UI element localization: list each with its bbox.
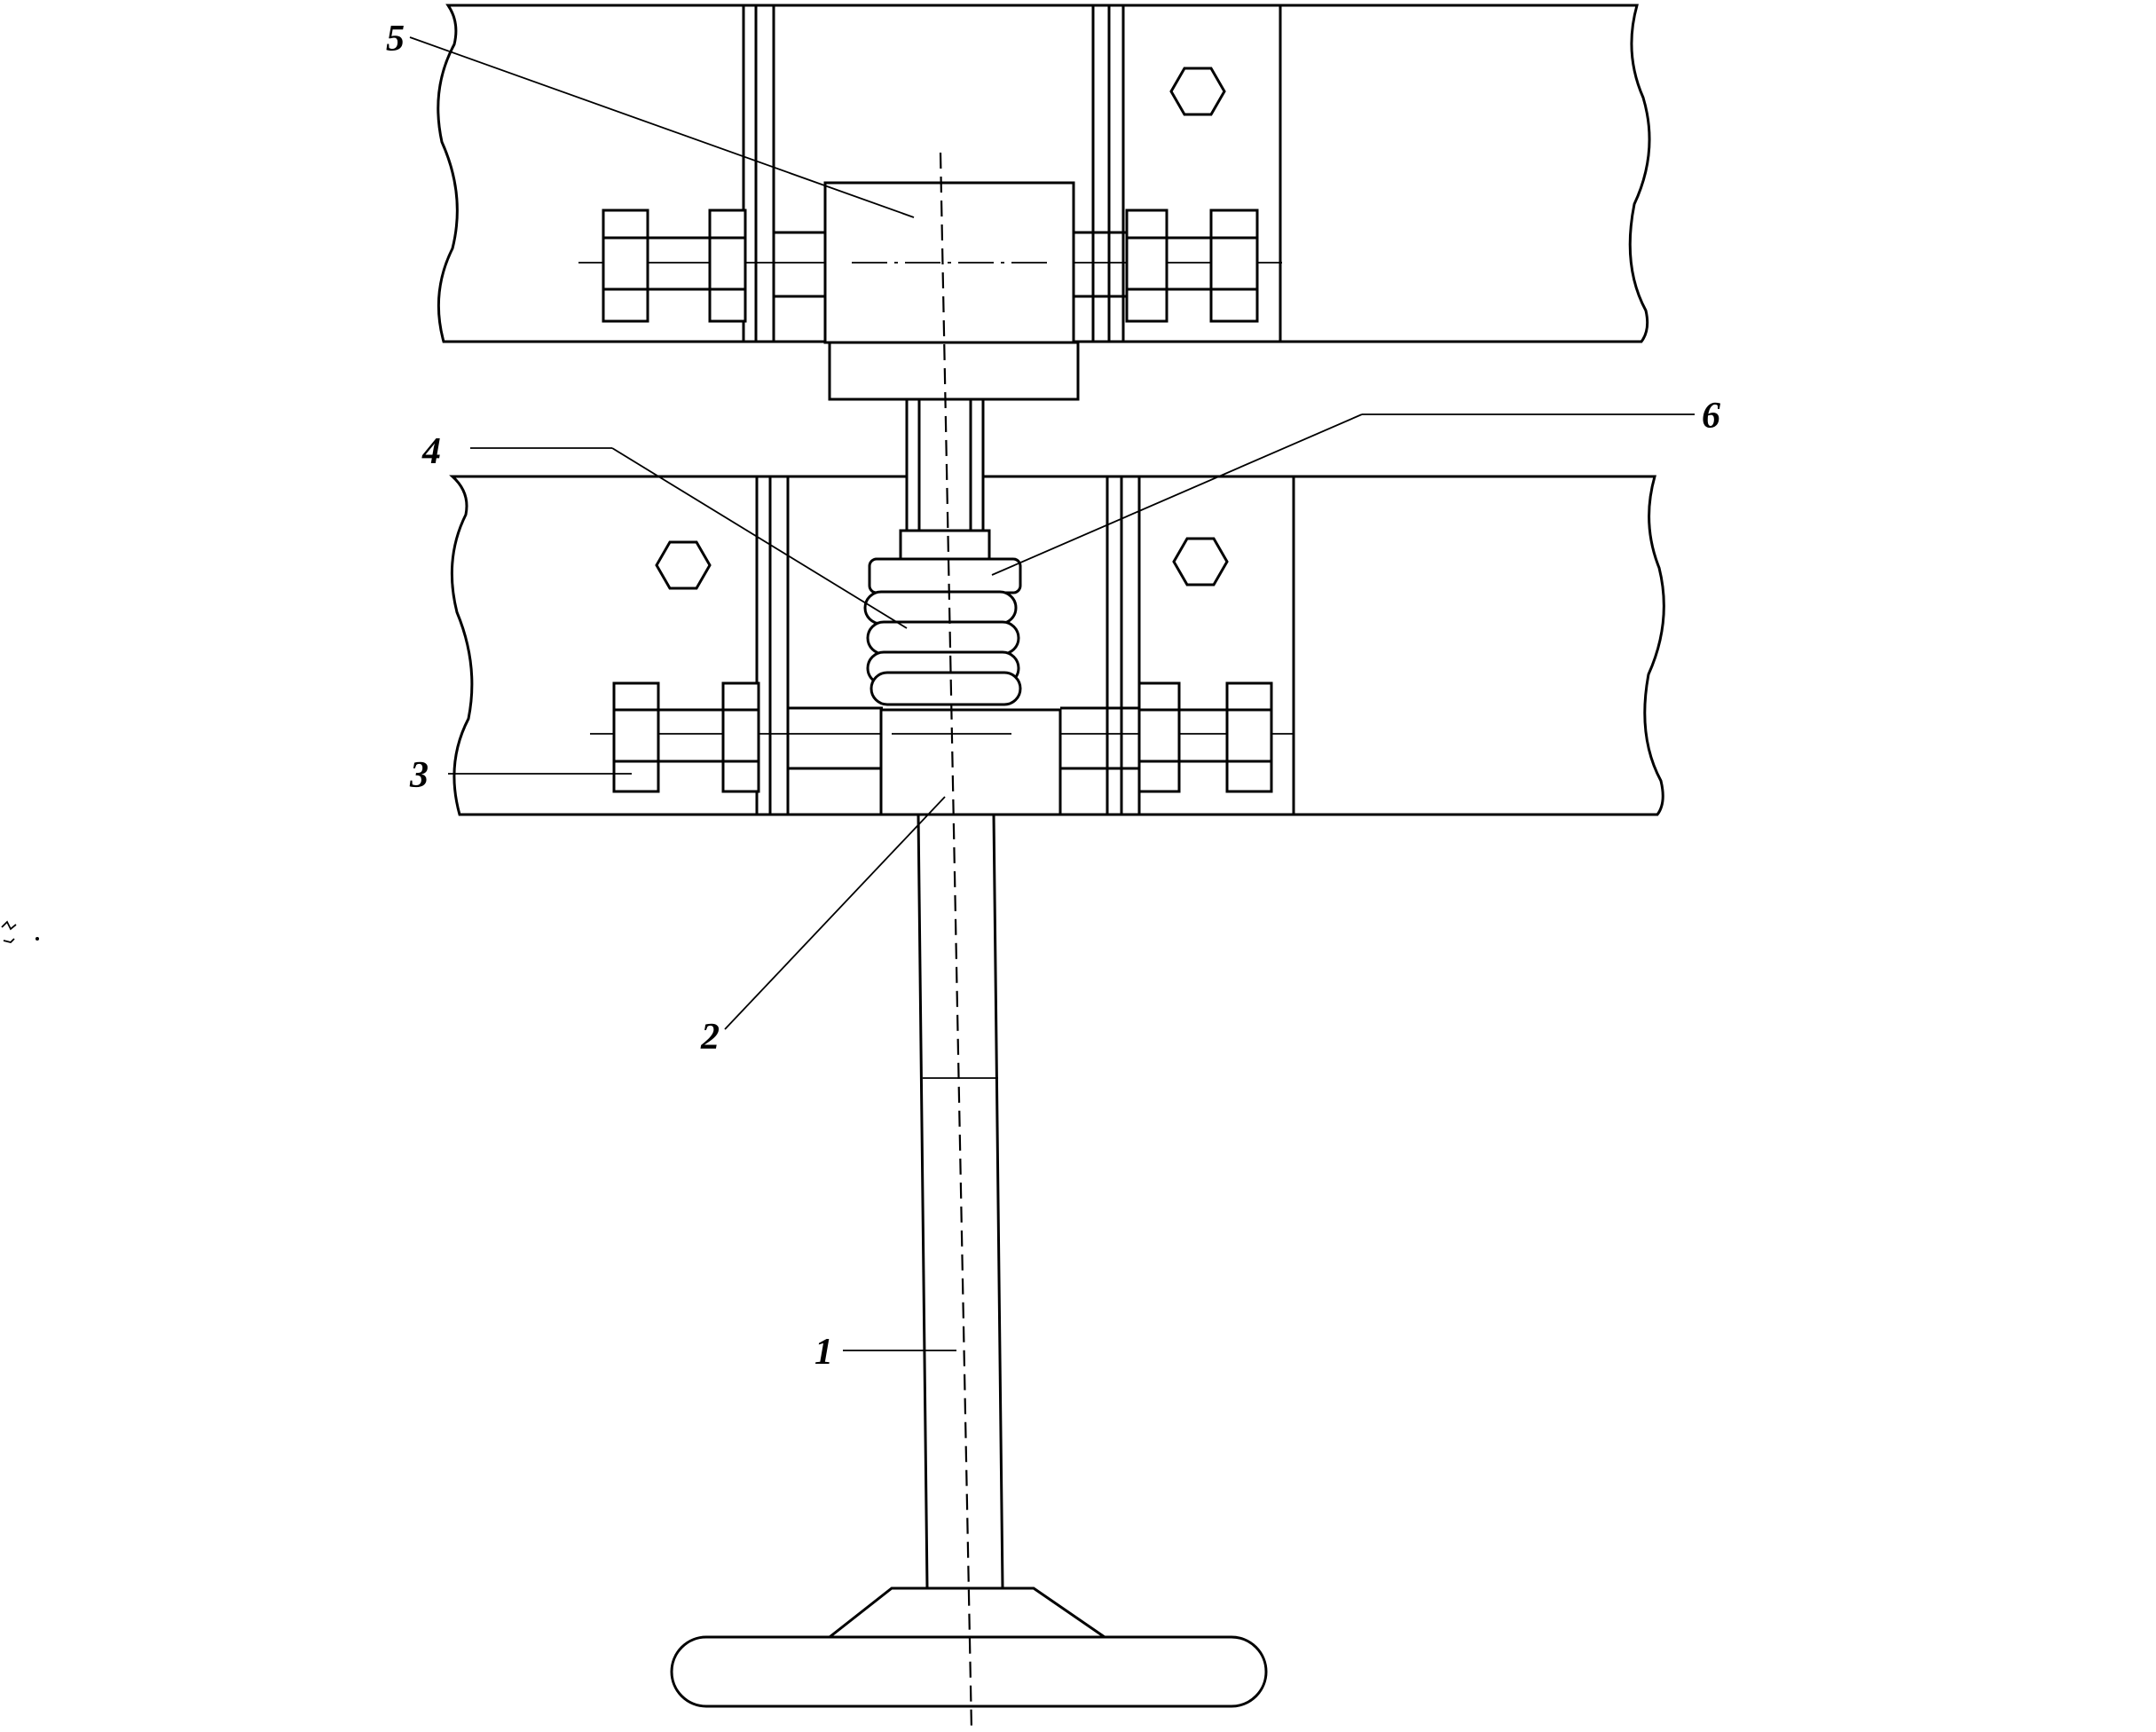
lower-guide-block — [879, 708, 1062, 816]
upper-clamp-block — [823, 181, 1080, 401]
callout-label-3: 3 — [409, 755, 429, 796]
hex-nut-lower-right — [1172, 537, 1229, 587]
callout-label-6: 6 — [1702, 396, 1720, 437]
hex-nut-lower-left — [655, 540, 712, 590]
handle-grip — [670, 1586, 1268, 1708]
callout-label-5: 5 — [386, 19, 405, 59]
lower-right-bolt — [1060, 681, 1294, 793]
compression-spring — [863, 590, 1022, 706]
leader-lines — [409, 36, 1695, 1351]
callout-label-4: 4 — [421, 431, 441, 472]
upper-right-bolt — [1074, 209, 1282, 323]
callout-label-1: 1 — [814, 1332, 833, 1373]
callout-label-2: 2 — [700, 1017, 720, 1058]
hex-nut-upper — [1169, 67, 1226, 116]
scan-artifact — [1, 920, 39, 943]
upper-left-bolt — [578, 209, 830, 323]
handle-rod — [917, 813, 1004, 1590]
